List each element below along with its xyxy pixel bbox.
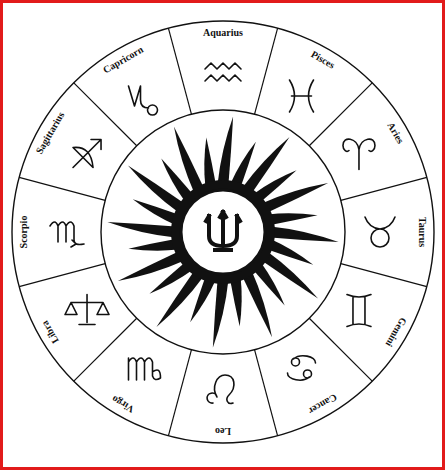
sector-divider: [74, 318, 137, 381]
sign-icons: [50, 63, 395, 403]
zodiac-sign-icon: [343, 139, 375, 169]
sector-divider: [74, 83, 137, 146]
sun-core: [171, 180, 275, 284]
zodiac-wheel: [3, 3, 442, 467]
sector-divider: [255, 350, 278, 436]
sun-ray: [213, 280, 229, 348]
sector-dividers: [19, 28, 427, 436]
trident-symbol: [206, 212, 240, 250]
sun-ray: [218, 116, 234, 184]
sun-ray: [271, 227, 339, 243]
sun-ray: [268, 213, 318, 225]
zodiac-sign-icon: [365, 217, 395, 247]
sun-ray: [128, 239, 178, 251]
sun-ray: [262, 251, 318, 298]
zodiac-sign-icon: [347, 295, 371, 327]
sector-divider: [341, 177, 427, 200]
sun-ray: [156, 271, 203, 327]
sign-label: Leo: [215, 425, 231, 437]
sign-label: Aquarius: [203, 27, 243, 39]
sun-ray: [174, 127, 204, 194]
outer-ring: [12, 21, 434, 443]
sun-ray: [204, 137, 216, 187]
zodiac-sign-icon: [73, 140, 101, 168]
zodiac-sign-icon: [65, 295, 109, 325]
sun-ray: [107, 222, 175, 238]
inner-ring: [101, 110, 345, 354]
sector-divider: [168, 350, 191, 436]
sun-ray: [128, 165, 184, 212]
zodiac-sign-icon: [290, 80, 314, 112]
sun-ray: [118, 251, 185, 281]
sector-divider: [255, 28, 278, 114]
sun-rays: [107, 116, 338, 347]
sun-ray: [262, 183, 329, 213]
sector-divider: [309, 83, 372, 146]
sector-divider: [19, 264, 105, 287]
sector-divider: [309, 318, 372, 381]
sun-disc: [181, 190, 265, 274]
zodiac-sign-icon: [287, 356, 315, 380]
sign-label: Scorpio: [18, 216, 30, 249]
zodiac-sign-icon: [129, 86, 158, 115]
sector-divider: [168, 28, 191, 114]
zodiac-sign-icon: [205, 63, 241, 81]
sector-divider: [341, 264, 427, 287]
sun-ray: [242, 271, 272, 338]
zodiac-sign-icon: [129, 358, 161, 380]
zodiac-sign-icon: [207, 375, 234, 403]
sign-label: Taurus: [416, 217, 428, 247]
zodiac-sign-icon: [50, 222, 84, 247]
sector-divider: [19, 177, 105, 200]
sun-ray: [230, 277, 242, 327]
sun-ray: [242, 137, 289, 193]
